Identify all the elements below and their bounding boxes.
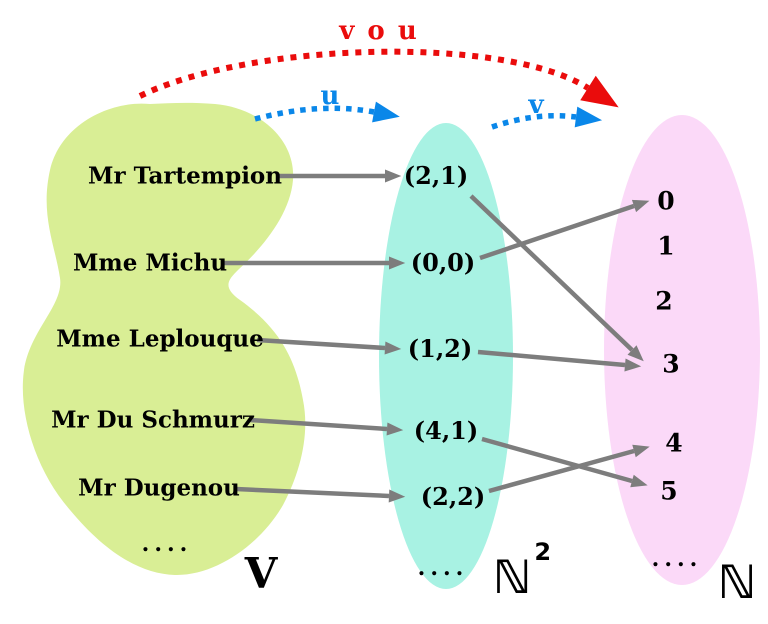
set-n2-element: (0,0) — [410, 248, 476, 277]
map-arrow-v-2 — [477, 349, 642, 372]
set-n-element: 2 — [655, 286, 673, 316]
set-n-ellipse — [604, 115, 760, 585]
set-n-element: 0 — [657, 186, 675, 216]
set-n2-element: (2,1) — [403, 161, 469, 190]
set-n-label: ℕ — [717, 555, 757, 609]
map-arrow-u-4 — [235, 486, 406, 503]
map-arrow-v-3 — [481, 436, 648, 488]
set-v-element: Mme Michu — [72, 249, 228, 277]
set-n2-element: (4,1) — [413, 416, 479, 445]
set-v-blob — [22, 102, 306, 576]
set-n-element: 1 — [657, 231, 675, 261]
map-arrow-v-4 — [488, 444, 650, 494]
set-n2-label-base: ℕ — [492, 550, 532, 604]
set-v-element: Mr Dugenou — [78, 474, 240, 502]
u-mapping-arrows — [224, 169, 406, 503]
set-n-element: 5 — [660, 476, 678, 506]
map-arrow-v-1 — [479, 199, 650, 261]
set-n2-label-sup: 2 — [534, 538, 552, 566]
set-n2-ellipsis: .... — [417, 555, 469, 581]
function-v-label: v — [528, 90, 546, 120]
composition-label: v o u — [339, 16, 419, 46]
composition-arc — [138, 48, 619, 108]
set-n2-ellipse — [379, 123, 513, 589]
set-n2-label: ℕ 2 — [492, 540, 551, 604]
set-v-element: Mr Du Schmurz — [51, 406, 255, 434]
function-u-arc — [254, 101, 400, 123]
set-v-label: V — [244, 549, 278, 598]
set-n-element: 4 — [665, 428, 683, 458]
map-arrow-u-2 — [256, 337, 402, 355]
v-mapping-arrows — [469, 194, 650, 494]
map-arrow-v-0 — [469, 194, 644, 362]
set-n2-element: (2,2) — [420, 482, 486, 511]
set-v-ellipsis: .... — [141, 531, 193, 557]
set-n-ellipsis: .... — [651, 546, 703, 572]
map-arrow-u-3 — [249, 417, 404, 436]
set-n-element: 3 — [662, 349, 680, 379]
set-v-element: Mme Leplouque — [56, 325, 264, 353]
function-u-label: u — [320, 81, 342, 111]
set-n2-element: (1,2) — [407, 334, 473, 363]
set-v-element: Mr Tartempion — [88, 162, 282, 190]
